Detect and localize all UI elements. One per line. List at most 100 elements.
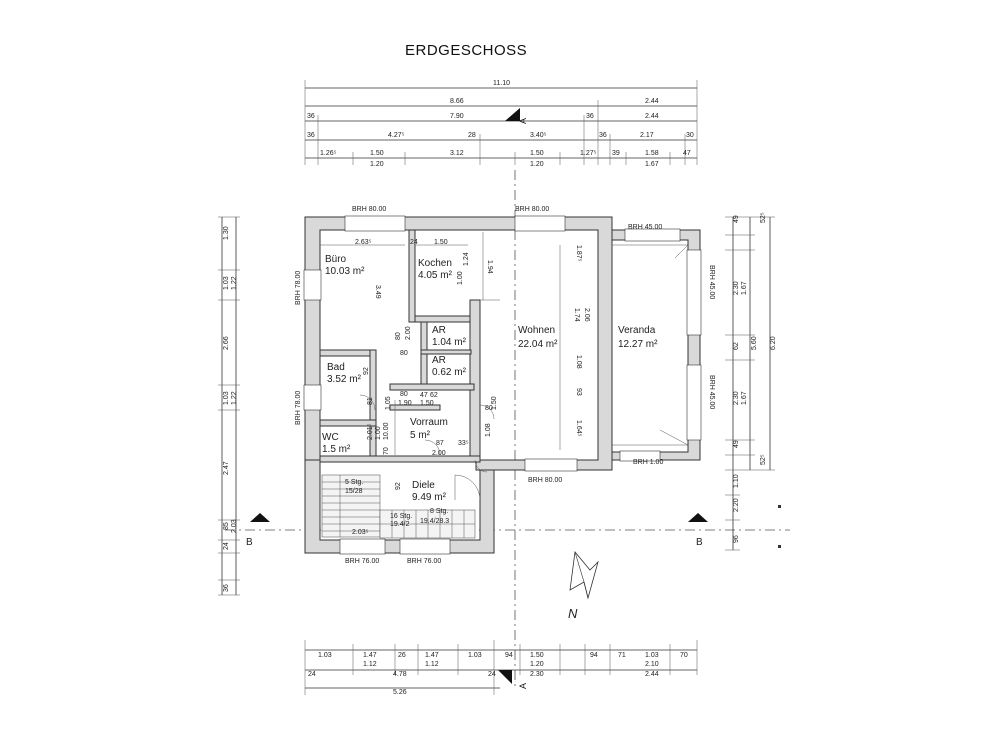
top-dim-total: 11.10 [493,80,510,87]
svg-text:5.26: 5.26 [393,689,407,696]
top-dim: 28 [468,132,476,139]
top-dim: 39 [612,150,620,157]
svg-text:2.44: 2.44 [645,671,659,678]
svg-text:92: 92 [395,482,402,490]
svg-text:2.47: 2.47 [223,461,230,475]
svg-text:71: 71 [618,652,626,659]
svg-text:2.20: 2.20 [733,498,740,512]
room-vorraum-area: 5 m² [410,430,431,441]
room-kochen-area: 4.05 m² [418,270,453,281]
svg-text:5 Stg.: 5 Stg. [345,479,363,486]
sill-labels: BRH 80.00 BRH 80.00 BRH 45.00 BRH 78.00 … [295,206,715,565]
svg-text:B: B [696,537,703,548]
svg-text:1.20: 1.20 [530,661,544,668]
stair-labels: 5 Stg. 15/28 16 Stg. 19.4/2 8 Stg. 19.4/… [345,479,449,536]
svg-text:1.47: 1.47 [425,652,439,659]
svg-text:62: 62 [733,342,740,350]
svg-text:1.50: 1.50 [530,652,544,659]
room-kochen-name: Kochen [418,258,452,269]
top-dim: 2.44 [645,113,659,120]
room-bad-area: 3.52 m² [327,374,362,385]
svg-text:1.67: 1.67 [741,391,748,405]
top-dim: 30 [686,132,694,139]
svg-text:1.10: 1.10 [733,474,740,488]
svg-text:1.22: 1.22 [231,276,238,290]
section-mark-a-bottom: A [498,670,528,689]
room-buero-area: 10.03 m² [325,266,365,277]
top-dim: 1.20 [370,161,384,168]
top-dim: 4.27⁵ [388,132,405,139]
svg-text:1.50: 1.50 [434,239,448,246]
right-edge-marks [778,505,781,548]
top-dim: 3.12 [450,150,464,157]
windows [303,215,702,555]
svg-text:1.05: 1.05 [385,396,392,410]
svg-text:1.08: 1.08 [485,423,492,437]
svg-text:70: 70 [383,447,390,455]
room-wc-name: WC [322,432,339,443]
svg-text:24: 24 [308,671,316,678]
svg-text:15/28: 15/28 [345,488,363,495]
right-dimension-chain: 49 52⁵ 2.30 1.67 62 2.30 1.67 49 52⁵ 5.6… [725,212,777,551]
svg-text:19.4/28.3: 19.4/28.3 [420,518,449,525]
top-dim: 36 [586,113,594,120]
top-dim-b: 2.44 [645,98,659,105]
svg-text:96: 96 [733,535,740,543]
svg-text:2.66: 2.66 [223,336,230,350]
svg-text:2.03: 2.03 [231,519,238,533]
svg-text:1.90: 1.90 [398,400,412,407]
room-buero-name: Büro [325,254,347,265]
top-dim: 1.20 [530,161,544,168]
top-dim: 2.17 [640,132,654,139]
svg-text:85: 85 [223,522,230,530]
svg-text:6.20: 6.20 [770,336,777,350]
top-dim: 47 [683,150,691,157]
top-dim: 3.40⁵ [530,132,547,139]
svg-text:BRH 1.00: BRH 1.00 [633,459,663,466]
svg-text:1.03: 1.03 [223,276,230,290]
top-dim: 1.27⁵ [580,150,597,157]
svg-text:1.50: 1.50 [420,400,434,407]
room-vorraum-name: Vorraum [410,417,448,428]
room-veranda-name: Veranda [618,325,656,336]
svg-text:1.12: 1.12 [425,661,439,668]
svg-text:94: 94 [590,652,598,659]
svg-text:1.22: 1.22 [231,391,238,405]
plan-title: ERDGESCHOSS [405,42,528,59]
section-mark-b-right: B [688,513,708,548]
svg-text:1.50: 1.50 [491,396,498,410]
svg-text:1.24: 1.24 [463,252,470,266]
svg-text:2.30: 2.30 [733,281,740,295]
svg-text:26: 26 [398,652,406,659]
svg-text:1.03: 1.03 [468,652,482,659]
room-ar2-name: AR [432,355,446,366]
interior-dimensions: 2.63⁵ 24 1.50 1.94 3.49 1.74 2.06 1.87⁵ … [355,239,590,490]
svg-text:24: 24 [223,542,230,550]
svg-text:52⁵: 52⁵ [760,212,767,223]
svg-text:80: 80 [395,332,402,340]
top-dim: 36 [307,132,315,139]
left-dimension-chain: 1.30 1.03 1.22 2.66 1.03 1.22 2.47 85 2.… [218,216,240,596]
svg-text:2.00: 2.00 [432,450,446,457]
svg-text:A: A [518,118,528,124]
svg-text:1.67: 1.67 [741,281,748,295]
svg-text:1.00: 1.00 [375,426,382,440]
svg-text:3.49: 3.49 [374,285,381,299]
svg-text:BRH 80.00: BRH 80.00 [515,206,549,213]
svg-text:1.74: 1.74 [573,308,580,322]
svg-text:2.30: 2.30 [530,671,544,678]
room-veranda-area: 12.27 m² [618,339,658,350]
svg-text:47: 47 [420,392,428,399]
svg-text:BRH 45.00: BRH 45.00 [708,265,715,299]
svg-text:2.30: 2.30 [733,391,740,405]
svg-text:24: 24 [488,671,496,678]
bottom-dimension-chain: 1.03 1.47 26 1.47 1.03 94 1.50 94 71 1.0… [304,640,698,696]
room-diele-area: 9.49 m² [412,492,447,503]
top-dim: 1.26⁵ [320,150,337,157]
svg-text:80: 80 [400,391,408,398]
svg-text:19.4/2: 19.4/2 [390,521,410,528]
svg-text:16 Stg.: 16 Stg. [390,513,412,520]
svg-text:81: 81 [367,397,374,405]
top-dim: 1.67 [645,161,659,168]
top-dim: 1.58 [645,150,659,157]
